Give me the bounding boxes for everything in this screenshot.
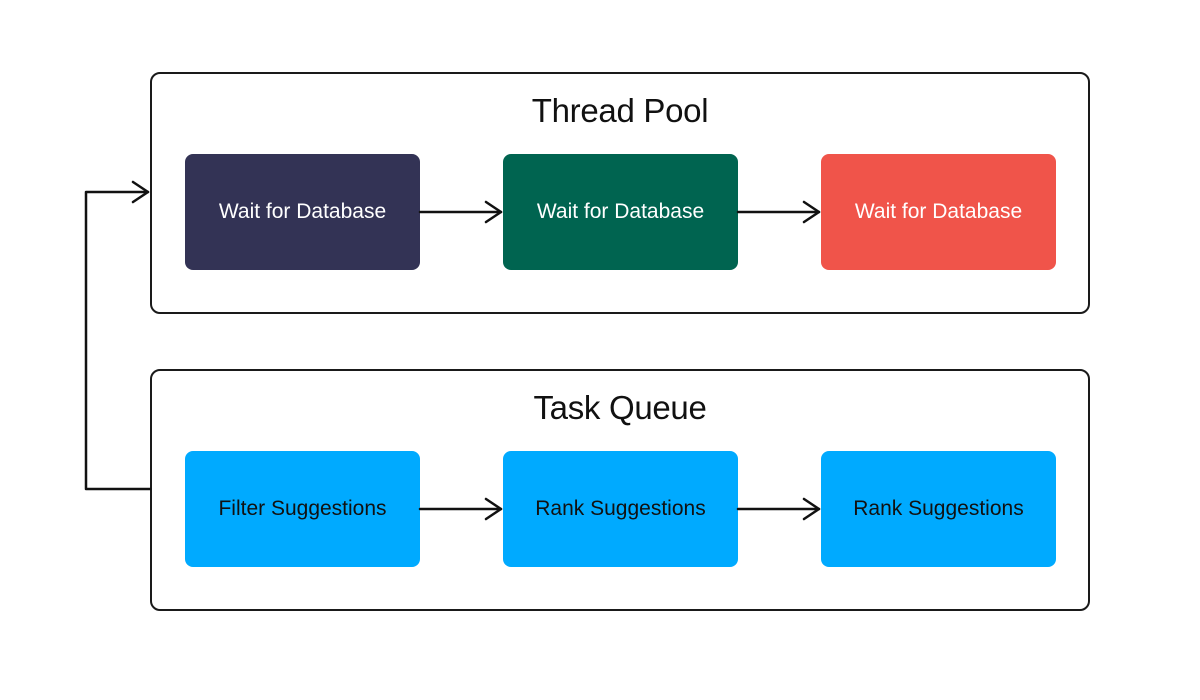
task-queue-node-1: Filter Suggestions xyxy=(185,451,420,567)
arrow-queue-to-pool xyxy=(84,180,152,491)
thread-pool-node-2: Wait for Database xyxy=(503,154,738,270)
thread-pool-title: Thread Pool xyxy=(531,92,709,129)
task-queue-node-2: Rank Suggestions xyxy=(503,451,738,567)
thread-pool-node-3: Wait for Database xyxy=(821,154,1056,270)
thread-pool-group: Thread Pool Wait for Database Wait for D… xyxy=(150,72,1090,314)
task-queue-title: Task Queue xyxy=(533,389,707,426)
task-queue-group: Task Queue Filter Suggestions Rank Sugge… xyxy=(150,369,1090,611)
task-queue-node-3: Rank Suggestions xyxy=(821,451,1056,567)
thread-pool-node-1: Wait for Database xyxy=(185,154,420,270)
